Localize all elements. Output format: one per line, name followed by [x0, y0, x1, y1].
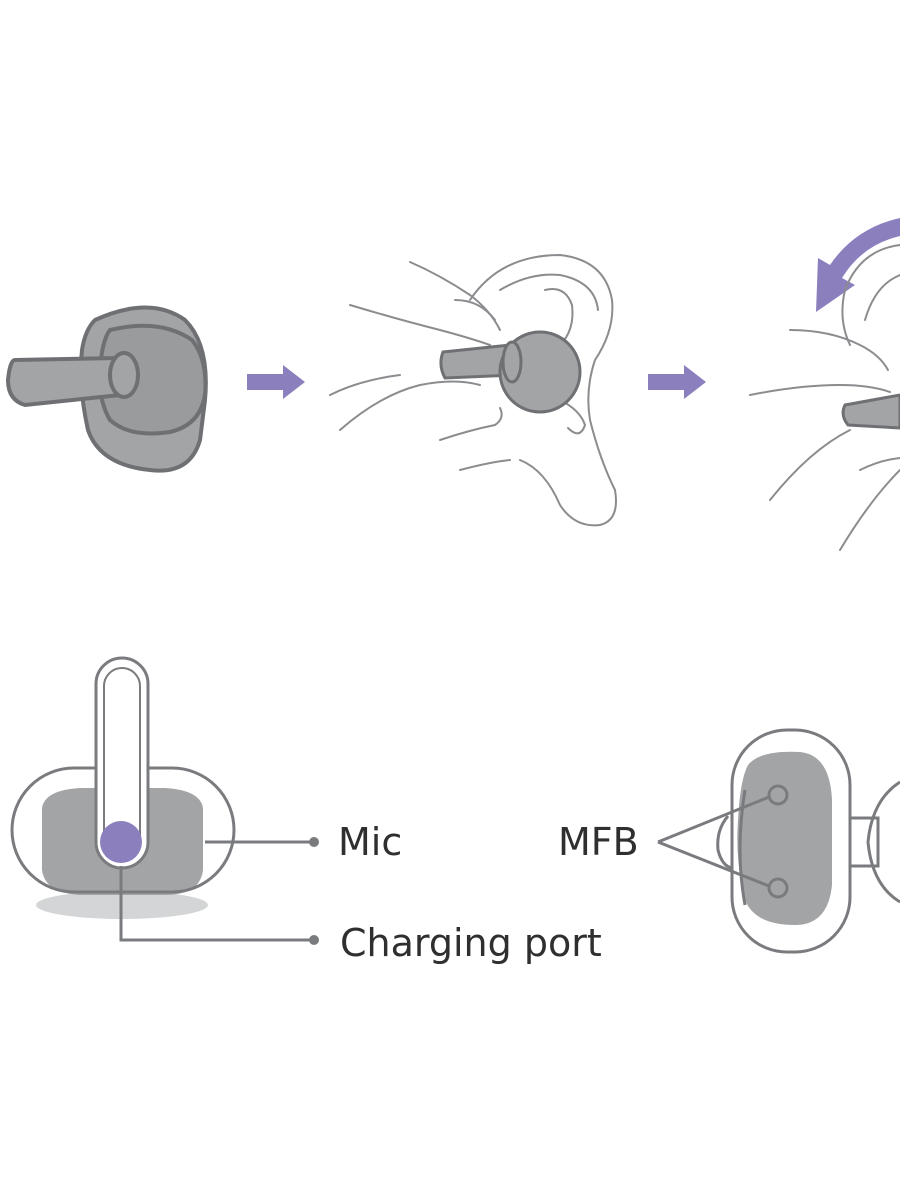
- rotate-arrow-icon: [816, 218, 900, 312]
- button-dot-icon: [767, 877, 789, 899]
- button-dot-icon: [767, 784, 789, 806]
- arrow-right-icon: [247, 365, 305, 399]
- arrow-right-icon: [648, 365, 706, 399]
- charging-port-label: Charging port: [340, 921, 602, 965]
- earbud-in-ear-icon: [439, 330, 582, 414]
- mic-dot-icon: [100, 821, 142, 863]
- mic-label: Mic: [338, 820, 403, 864]
- mfb-leader-lines: [657, 795, 770, 888]
- leader-lines: [119, 840, 312, 942]
- earbud-front-view: [10, 656, 236, 919]
- earbud-side-view: [716, 728, 900, 954]
- earbud-rotating-icon: [841, 393, 900, 430]
- ear-rotate-icon: [749, 244, 900, 551]
- earbud-icon: [5, 305, 208, 473]
- mfb-label: MFB: [558, 820, 639, 864]
- ear-with-hand-icon: [329, 254, 617, 527]
